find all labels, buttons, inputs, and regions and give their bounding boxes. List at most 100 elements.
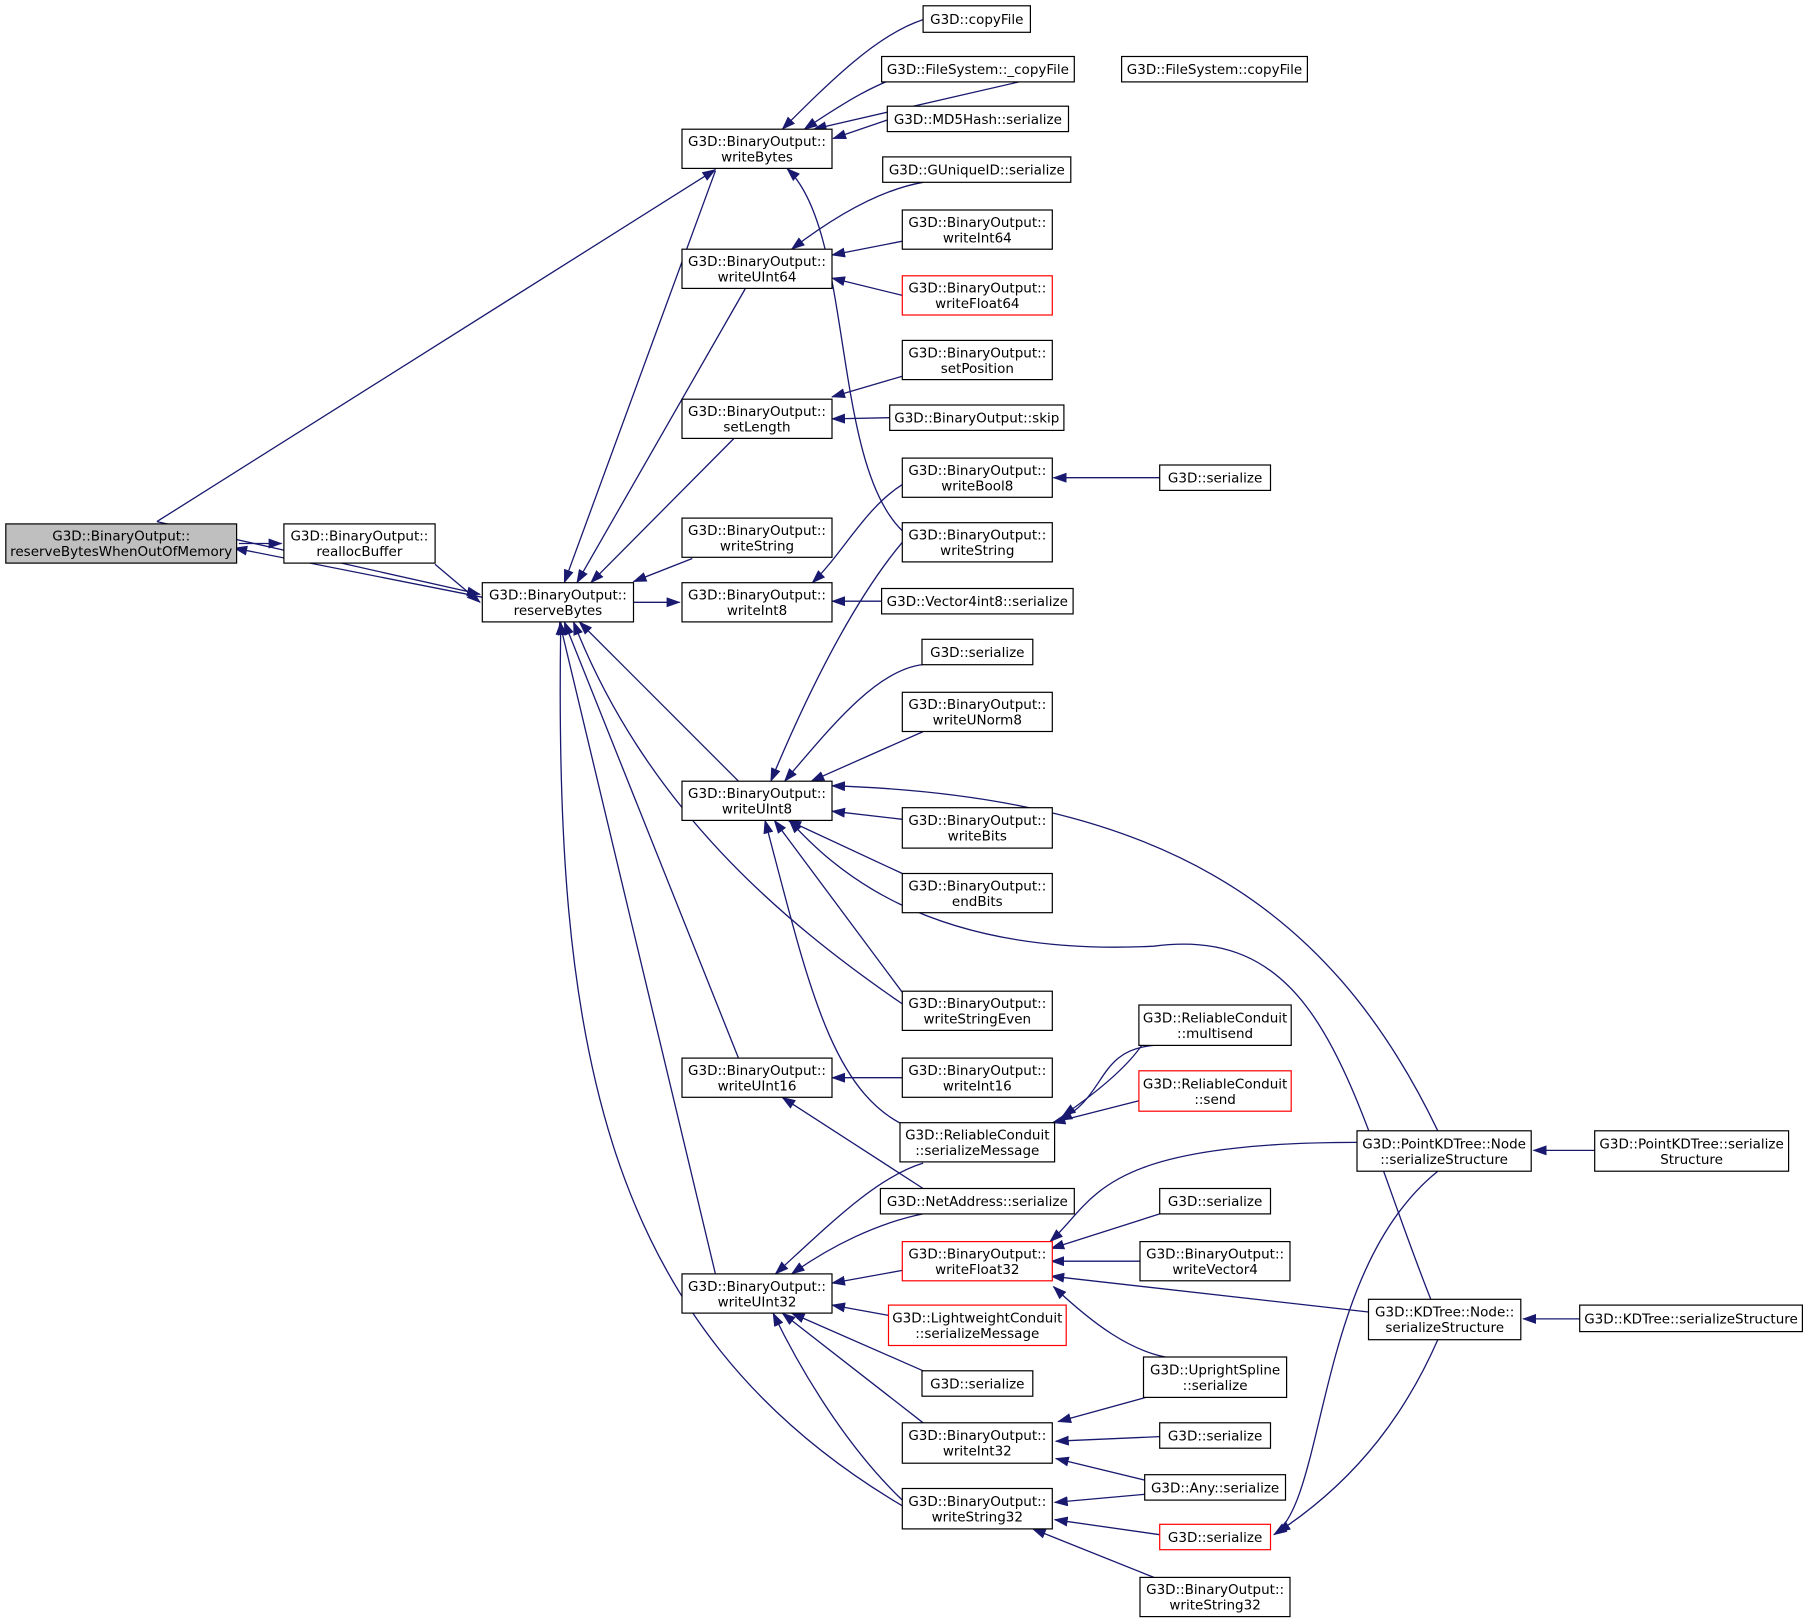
- node-writeUNorm8[interactable]: G3D::BinaryOutput::writeUNorm8: [901, 691, 1053, 733]
- node-pkdNode[interactable]: G3D::PointKDTree::Node::serializeStructu…: [1356, 1130, 1532, 1172]
- node-lwSerMsg[interactable]: G3D::LightweightConduit::serializeMessag…: [887, 1304, 1067, 1347]
- node-box: [901, 691, 1053, 733]
- node-label: writeBool8: [941, 479, 1013, 495]
- node-ser565[interactable]: G3D::serialize: [921, 638, 1034, 666]
- node-label: writeFloat32: [935, 1262, 1019, 1278]
- node-setPosition[interactable]: G3D::BinaryOutput::setPosition: [901, 339, 1053, 381]
- node-root[interactable]: G3D::BinaryOutput::reserveBytesWhenOutOf…: [5, 523, 238, 564]
- node-writeFloat64[interactable]: G3D::BinaryOutput::writeFloat64: [901, 275, 1053, 316]
- node-label: G3D::BinaryOutput::: [908, 1494, 1046, 1510]
- node-box: [1159, 1187, 1272, 1215]
- node-serBool[interactable]: G3D::serialize: [1159, 464, 1272, 491]
- node-box: [901, 1057, 1053, 1098]
- node-writeUInt32[interactable]: G3D::BinaryOutput::writeUInt32: [681, 1273, 833, 1314]
- call-edge: [1053, 1493, 1145, 1507]
- node-netAddr[interactable]: G3D::NetAddress::serialize: [879, 1187, 1075, 1215]
- node-label: G3D::BinaryOutput::: [1146, 1247, 1284, 1263]
- node-realloc[interactable]: G3D::BinaryOutput::reallocBuffer: [283, 523, 436, 564]
- node-writeVector4[interactable]: G3D::BinaryOutput::writeVector4: [1139, 1240, 1291, 1282]
- node-box: [921, 638, 1034, 666]
- node-ser1198[interactable]: G3D::serialize: [921, 1370, 1034, 1397]
- node-box: [879, 1187, 1075, 1215]
- node-multisend[interactable]: G3D::ReliableConduit::multisend: [1138, 1004, 1292, 1047]
- node-writeInt16[interactable]: G3D::BinaryOutput::writeInt16: [901, 1057, 1053, 1098]
- node-writeStringB[interactable]: G3D::BinaryOutput::writeString: [901, 522, 1053, 563]
- node-box: [681, 398, 833, 440]
- node-upright[interactable]: G3D::UprightSpline::serialize: [1142, 1356, 1288, 1399]
- node-label: writeUInt16: [718, 1079, 797, 1095]
- node-label: G3D::Any::serialize: [1151, 1480, 1279, 1496]
- node-ser1244[interactable]: G3D::serialize: [1159, 1422, 1272, 1449]
- node-label: G3D::BinaryOutput::: [908, 528, 1046, 544]
- node-label: writeUNorm8: [933, 713, 1022, 729]
- node-box: [901, 209, 1053, 250]
- node-writeStringA[interactable]: G3D::BinaryOutput::writeString: [681, 517, 833, 558]
- node-label: G3D::KDTree::serializeStructure: [1584, 1311, 1798, 1327]
- node-box: [681, 248, 833, 289]
- node-writeString32b[interactable]: G3D::BinaryOutput::writeString32: [1139, 1576, 1291, 1618]
- node-box: [901, 807, 1053, 849]
- node-label: serializeStructure: [1385, 1320, 1504, 1336]
- node-writeFloat32[interactable]: G3D::BinaryOutput::writeFloat32: [901, 1240, 1053, 1282]
- node-writeUInt16[interactable]: G3D::BinaryOutput::writeUInt16: [681, 1057, 833, 1098]
- node-label: G3D::BinaryOutput::: [908, 215, 1046, 231]
- node-box: [1120, 55, 1308, 83]
- node-writeBool8[interactable]: G3D::BinaryOutput::writeBool8: [901, 457, 1053, 498]
- node-fsCopy[interactable]: G3D::FileSystem::copyFile: [1120, 55, 1308, 83]
- node-box: [1159, 1523, 1272, 1551]
- call-edge: [763, 819, 912, 1130]
- call-edge: [790, 181, 924, 250]
- call-edge: [1057, 1396, 1146, 1423]
- node-writeStringEven[interactable]: G3D::BinaryOutput::writeStringEven: [901, 990, 1053, 1032]
- node-skip[interactable]: G3D::BinaryOutput::skip: [889, 404, 1065, 431]
- node-box: [882, 156, 1072, 183]
- node-kdSer[interactable]: G3D::KDTree::serializeStructure: [1579, 1304, 1803, 1333]
- call-edge: [790, 1213, 924, 1275]
- call-edge: [831, 1269, 903, 1286]
- node-anySer[interactable]: G3D::Any::serialize: [1144, 1474, 1287, 1501]
- node-writeInt32[interactable]: G3D::BinaryOutput::writeInt32: [901, 1422, 1053, 1464]
- node-label: G3D::FileSystem::_copyFile: [887, 62, 1069, 78]
- node-writeBits[interactable]: G3D::BinaryOutput::writeBits: [901, 807, 1053, 849]
- node-rcSerMsg[interactable]: G3D::ReliableConduit::serializeMessage: [899, 1122, 1056, 1163]
- node-send[interactable]: G3D::ReliableConduit::send: [1138, 1070, 1292, 1112]
- node-writeInt8[interactable]: G3D::BinaryOutput::writeInt8: [681, 582, 833, 623]
- node-label: writeUInt8: [722, 802, 792, 818]
- node-endBits[interactable]: G3D::BinaryOutput::endBits: [901, 872, 1053, 914]
- node-box: [886, 105, 1070, 133]
- node-box: [887, 1304, 1067, 1347]
- node-reserve[interactable]: G3D::BinaryOutput::reserveBytes: [481, 582, 635, 623]
- node-ser1040[interactable]: G3D::serialize: [1159, 1187, 1272, 1215]
- node-label: G3D::NetAddress::serialize: [887, 1194, 1068, 1210]
- node-writeBytes[interactable]: G3D::BinaryOutput::writeBytes: [681, 128, 833, 169]
- node-box: [901, 1240, 1053, 1282]
- node-label: G3D::serialize: [1168, 471, 1262, 487]
- node-writeInt64[interactable]: G3D::BinaryOutput::writeInt64: [901, 209, 1053, 250]
- node-label: G3D::MD5Hash::serialize: [894, 112, 1062, 128]
- node-label: G3D::ReliableConduit: [1143, 1011, 1287, 1027]
- call-edge: [1053, 1516, 1160, 1536]
- node-box: [901, 457, 1053, 498]
- node-box: [901, 872, 1053, 914]
- node-vec4int8[interactable]: G3D::Vector4int8::serialize: [880, 587, 1074, 615]
- node-fsCopyInt[interactable]: G3D::FileSystem::_copyFile: [880, 55, 1075, 83]
- node-serRed[interactable]: G3D::serialize: [1159, 1523, 1272, 1551]
- node-md5[interactable]: G3D::MD5Hash::serialize: [886, 105, 1070, 133]
- node-guid[interactable]: G3D::GUniqueID::serialize: [882, 156, 1072, 183]
- node-label: writeVector4: [1172, 1262, 1258, 1278]
- node-writeUInt8[interactable]: G3D::BinaryOutput::writeUInt8: [681, 780, 833, 822]
- node-label: writeUInt64: [718, 270, 797, 286]
- call-edge: [783, 663, 924, 782]
- node-kdNode[interactable]: G3D::KDTree::Node::serializeStructure: [1367, 1298, 1522, 1341]
- node-label: writeStringEven: [923, 1012, 1031, 1028]
- call-edge: [572, 620, 903, 1005]
- node-label: G3D::serialize: [1168, 1194, 1262, 1210]
- node-copyFile[interactable]: G3D::copyFile: [922, 5, 1031, 33]
- node-label: writeUInt32: [718, 1294, 797, 1310]
- node-label: G3D::BinaryOutput::: [688, 134, 826, 150]
- node-pkdSer[interactable]: G3D::PointKDTree::serializeStructure: [1594, 1130, 1790, 1172]
- node-setLength[interactable]: G3D::BinaryOutput::setLength: [681, 398, 833, 440]
- node-writeString32[interactable]: G3D::BinaryOutput::writeString32: [901, 1487, 1053, 1530]
- node-writeUInt64[interactable]: G3D::BinaryOutput::writeUInt64: [681, 248, 833, 289]
- node-box: [1356, 1130, 1532, 1172]
